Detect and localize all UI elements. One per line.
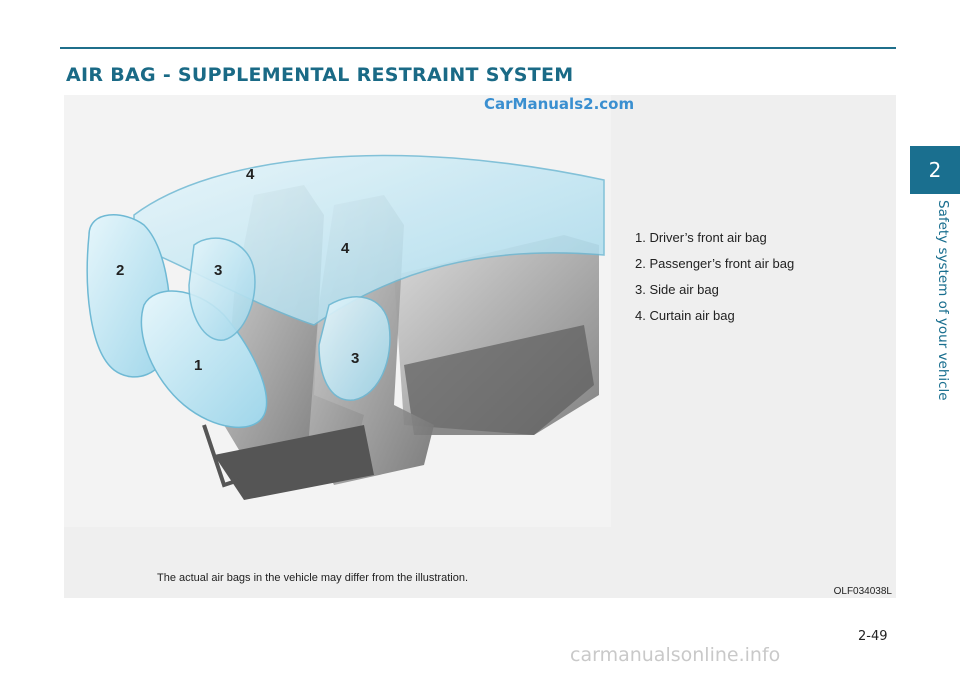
figure-code: OLF034038L (833, 586, 892, 597)
page-number: 2-49 (858, 629, 888, 644)
chapter-tab[interactable]: 2 (910, 146, 960, 194)
figure-panel: 1 2 3 3 4 4 CarManuals2.com 1. Driver’s … (64, 95, 896, 598)
callout-1: 1 (194, 357, 202, 374)
airbag-illustration: 1 2 3 3 4 4 CarManuals2.com (64, 95, 634, 527)
header-rule (60, 47, 896, 49)
callout-3-front: 3 (214, 262, 222, 279)
legend-item-side: 3. Side air bag (635, 282, 719, 297)
watermark-text: CarManuals2.com (484, 95, 635, 113)
footer-watermark: carmanualsonline.info (570, 644, 781, 666)
legend-item-passenger-front: 2. Passenger’s front air bag (635, 256, 795, 271)
callout-3-rear: 3 (351, 350, 359, 367)
callout-4-middle: 4 (341, 240, 350, 257)
side-airbag-rear-shape (318, 296, 391, 401)
page-title: AIR BAG - SUPPLEMENTAL RESTRAINT SYSTEM (66, 64, 574, 86)
legend-item-driver-front: 1. Driver’s front air bag (635, 230, 767, 245)
callout-4-top: 4 (246, 166, 255, 183)
callout-2: 2 (116, 262, 124, 279)
legend-item-curtain: 4. Curtain air bag (635, 308, 735, 323)
chapter-title: Safety system of your vehicle (935, 200, 951, 401)
airbag-legend: 1. Driver’s front air bag 2. Passenger’s… (635, 225, 794, 329)
figure-caption: The actual air bags in the vehicle may d… (157, 572, 469, 584)
rear-seat-shape (394, 235, 599, 435)
side-airbag-front-shape (188, 237, 256, 341)
airbag-illustration-svg: 1 2 3 3 4 4 (86, 154, 605, 500)
